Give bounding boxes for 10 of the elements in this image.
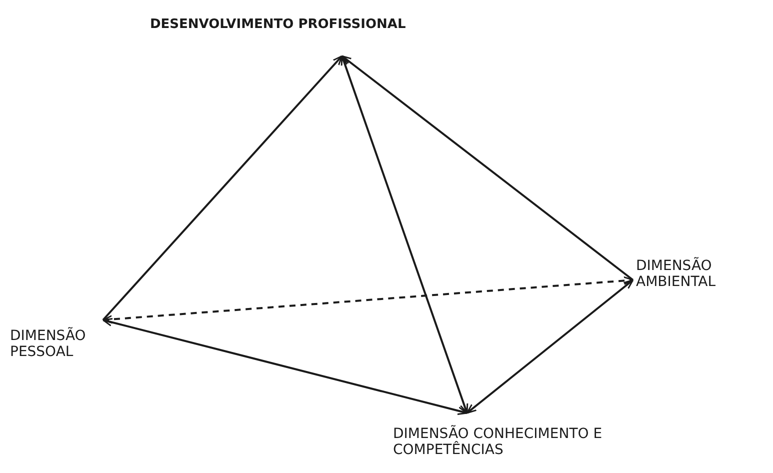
dimension-label: DIMENSÃO PESSOAL bbox=[10, 328, 100, 360]
arrow bbox=[466, 279, 634, 414]
dimension-label: DIMENSÃO AMBIENTAL bbox=[636, 258, 756, 290]
arrow bbox=[102, 55, 343, 321]
dimension-label: DIMENSÃO CONHECIMENTO E COMPETÊNCIAS bbox=[393, 426, 693, 458]
arrow bbox=[341, 55, 634, 281]
dimension-label: DESENVOLVIMENTO PROFISSIONAL bbox=[150, 18, 550, 33]
arrow bbox=[102, 318, 468, 415]
dashed-arrow bbox=[102, 276, 634, 324]
arrow bbox=[340, 55, 468, 414]
